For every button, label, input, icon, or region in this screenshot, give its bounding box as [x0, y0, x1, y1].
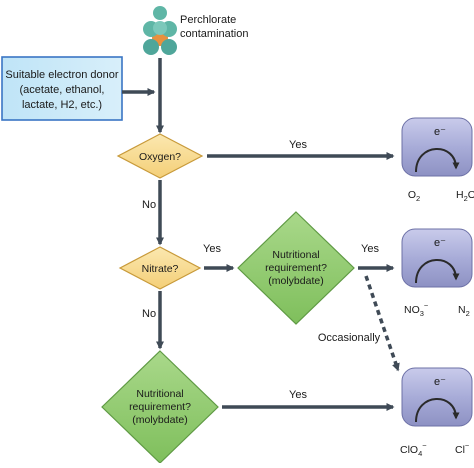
nutritional-lower-line1: Nutritional	[136, 388, 183, 400]
occasionally-label: Occasionally	[318, 332, 381, 344]
nutritional-lower-line2: requirement?	[129, 401, 191, 413]
cell-oxygen-electron: e⁻	[434, 126, 446, 138]
cell-perchlorate-input: ClO4−	[400, 441, 427, 458]
electron-donor-line1: Suitable electron donor	[5, 69, 118, 81]
nutritional-upper-line1: Nutritional	[272, 249, 319, 261]
cell-oxygen-input: O2	[408, 189, 420, 203]
nutritional-requirement-decision-lower: Nutritional requirement? (molybdate)	[101, 350, 219, 464]
nitrate-decision-label: Nitrate?	[142, 263, 179, 275]
oxygen-yes-label: Yes	[289, 139, 307, 151]
nitrate-decision: Nitrate?	[118, 246, 202, 290]
nutritional-lower-line3: (molybdate)	[132, 414, 187, 426]
arrow-occasionally-dashed	[364, 275, 400, 372]
oxygen-no-label: No	[142, 199, 156, 211]
nutritional-upper-line2: requirement?	[265, 262, 327, 274]
nitrate-yes-label: Yes	[203, 243, 221, 255]
oxygen-decision: Oxygen?	[116, 133, 204, 179]
contaminant-label-line1: Perchlorate	[180, 14, 236, 26]
bacterial-cell-nitrate: e⁻ NO3− N2	[401, 228, 473, 318]
bacterial-cell-perchlorate: e⁻ ClO4− Cl−	[400, 367, 473, 458]
nutritional-requirement-decision-upper: Nutritional requirement? (molybdate)	[237, 211, 355, 325]
cell-perchlorate-output: Cl−	[455, 441, 470, 456]
nutritional-upper-yes-label: Yes	[361, 243, 379, 255]
perchlorate-molecule-icon	[143, 6, 177, 55]
nutritional-upper-line3: (molybdate)	[268, 275, 323, 287]
cell-nitrate-electron: e⁻	[434, 237, 446, 249]
electron-donor-line3: lactate, H2, etc.)	[22, 99, 102, 111]
cell-perchlorate-electron: e⁻	[434, 376, 446, 388]
cell-nitrate-input: NO3−	[404, 301, 429, 318]
nitrate-no-label: No	[142, 308, 156, 320]
cell-nitrate-output: N2	[458, 304, 470, 318]
electron-donor-line2: (acetate, ethanol,	[19, 84, 104, 96]
nutritional-lower-yes-label: Yes	[289, 389, 307, 401]
electron-donor-box: Suitable electron donor (acetate, ethano…	[1, 56, 123, 121]
contaminant-label-line2: contamination	[180, 28, 249, 40]
oxygen-decision-label: Oxygen?	[139, 151, 181, 163]
bacterial-cell-oxygen: e⁻ O2 H2O	[401, 117, 474, 203]
cell-oxygen-output: H2O	[456, 189, 474, 203]
